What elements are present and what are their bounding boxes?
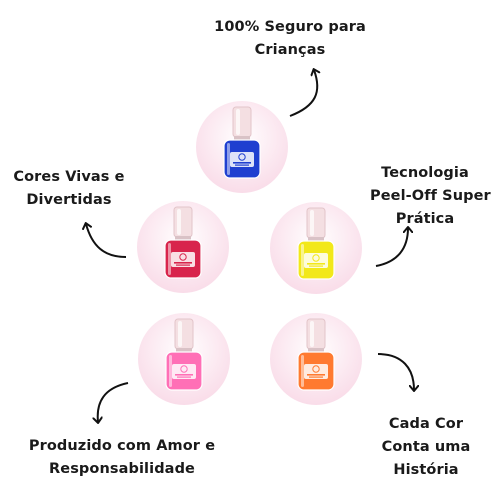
caption-line: Cada Cor xyxy=(388,416,464,432)
label-line xyxy=(233,162,251,164)
bottle-neck xyxy=(175,236,191,241)
bubble-yellow-polish xyxy=(270,202,362,294)
label-line xyxy=(309,265,323,267)
arrow-to-left-caption-icon xyxy=(86,224,127,258)
caption-line: História xyxy=(393,462,459,478)
nail-polish-bottle-icon xyxy=(164,206,202,279)
caption-line: Conta uma xyxy=(381,439,471,455)
caption-line: 100% Seguro para xyxy=(214,19,366,35)
bottle-neck xyxy=(308,237,324,242)
label-line xyxy=(309,376,323,378)
caption-safe-for-kids: 100% Seguro para Crianças xyxy=(200,16,380,62)
label-line xyxy=(235,164,249,166)
caption-peel-off: Tecnologia Peel-Off Super Prática xyxy=(370,162,491,231)
label-logo-icon xyxy=(179,253,187,261)
label-line xyxy=(307,263,325,265)
caption-line: Cores Vivas e xyxy=(13,169,125,185)
bottle-cap xyxy=(174,318,194,350)
cap-highlight xyxy=(178,321,182,347)
label-line xyxy=(176,264,190,266)
bottle-neck xyxy=(234,136,250,141)
label-line xyxy=(307,374,325,376)
label-line xyxy=(174,262,192,264)
bottle-neck xyxy=(308,348,324,353)
nail-polish-bottle-icon xyxy=(223,106,261,179)
caption-vivid-colors: Cores Vivas e Divertidas xyxy=(6,166,132,212)
caption-line: Prática xyxy=(395,211,455,227)
label-line xyxy=(175,374,193,376)
cap-highlight xyxy=(236,109,240,135)
nail-polish-bottle-icon xyxy=(297,318,335,391)
label-logo-icon xyxy=(180,365,188,373)
bubble-pink-polish xyxy=(138,313,230,405)
glass-shine xyxy=(301,244,304,276)
bubble-red-polish xyxy=(137,201,229,293)
nail-polish-bottle-icon xyxy=(297,207,335,280)
arrow-to-bottom-right-caption-icon xyxy=(377,353,414,390)
glass-shine xyxy=(169,355,172,387)
caption-line: Crianças xyxy=(254,42,326,58)
label-logo-icon xyxy=(312,365,320,373)
caption-made-with-love: Produzido com Amor e Responsabilidade xyxy=(18,435,226,481)
caption-line: Divertidas xyxy=(26,192,112,208)
bottle-cap xyxy=(232,106,252,138)
glass-shine xyxy=(301,355,304,387)
caption-line: Responsabilidade xyxy=(49,461,195,477)
cap-highlight xyxy=(310,321,314,347)
bubble-orange-polish xyxy=(270,313,362,405)
bottle-cap xyxy=(306,207,326,239)
caption-line: Tecnologia xyxy=(381,165,469,181)
bottle-cap xyxy=(306,318,326,350)
cap-highlight xyxy=(310,210,314,236)
arrow-to-bottom-left-caption-icon xyxy=(98,382,129,422)
caption-line: Produzido com Amor e xyxy=(28,438,216,454)
bottle-cap xyxy=(173,206,193,238)
glass-shine xyxy=(168,243,171,275)
caption-line: Peel-Off Super xyxy=(370,188,491,204)
cap-highlight xyxy=(177,209,181,235)
arrow-to-top-caption-icon xyxy=(289,70,317,117)
bubble-blue-polish xyxy=(196,101,288,193)
label-logo-icon xyxy=(312,254,320,262)
bottle-neck xyxy=(176,348,192,353)
label-logo-icon xyxy=(238,153,246,161)
label-line xyxy=(177,376,191,378)
caption-each-color-story: Cada Cor Conta uma História xyxy=(372,413,480,482)
arrow-to-right-caption-icon xyxy=(375,228,408,267)
glass-shine xyxy=(227,143,230,175)
nail-polish-bottle-icon xyxy=(165,318,203,391)
